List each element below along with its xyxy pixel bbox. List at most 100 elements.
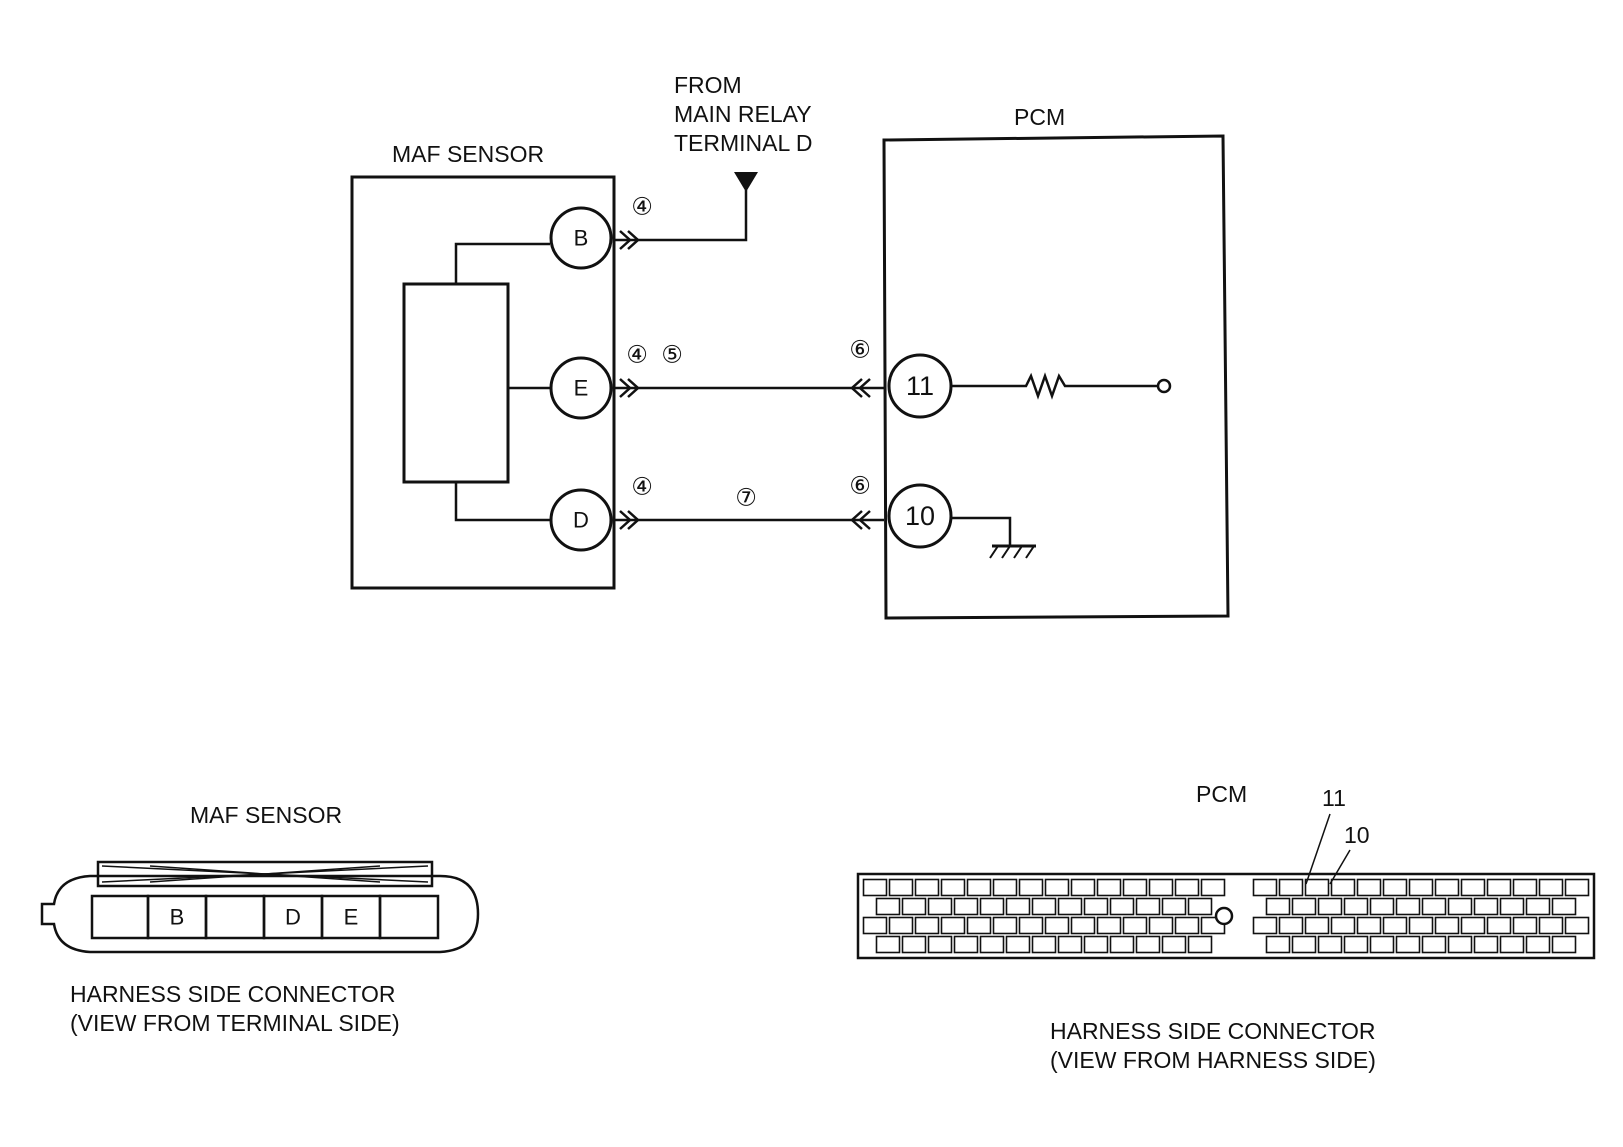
- pcm-pin-cavity: [1096, 878, 1122, 897]
- maf-connector-title: MAF SENSOR: [190, 802, 342, 828]
- pcm-pin-cavity: [1512, 878, 1538, 897]
- pcm-pin-cavity: [1473, 897, 1499, 916]
- pcm-pin-cavity: [1447, 935, 1473, 954]
- pcm-terminal-11-label: 11: [906, 371, 934, 401]
- pcm-pin-cavity: [875, 935, 901, 954]
- pcm-pin-cavity: [1278, 916, 1304, 935]
- pcm-pin-cavity: [1174, 878, 1200, 897]
- pcm-pin-cavity: [1486, 878, 1512, 897]
- pcm-pin-cavity: [1447, 897, 1473, 916]
- pcm-pin-cavity: [1369, 935, 1395, 954]
- pcm-10-circle-label: ⑥: [849, 473, 871, 500]
- maf-connector-caption-line1: HARNESS SIDE CONNECTOR: [70, 981, 395, 1007]
- pcm-pin-cavity: [1343, 935, 1369, 954]
- pcm-pin-cavity: [1356, 878, 1382, 897]
- pcm-pin-cavity: [862, 916, 888, 935]
- pcm-pin-cavity: [1304, 916, 1330, 935]
- pcm-pin-cavity: [1031, 935, 1057, 954]
- pcm-pin-cavity: [1291, 935, 1317, 954]
- pcm-pin-cavity: [901, 897, 927, 916]
- pcm-pin-cavity: [1161, 935, 1187, 954]
- pcm-pin-cavity: [1265, 897, 1291, 916]
- maf-pin-label-d: D: [285, 905, 301, 930]
- pcm-pin-cavity: [888, 878, 914, 897]
- pcm-pin-cavity: [992, 916, 1018, 935]
- maf-connector: B D E: [40, 860, 480, 954]
- pcm-pin-cavity: [1265, 935, 1291, 954]
- pcm-connector-caption-line1: HARNESS SIDE CONNECTOR: [1050, 1018, 1375, 1044]
- pcm-pin-cavity: [1122, 878, 1148, 897]
- pcm-pin-cavity: [1044, 878, 1070, 897]
- pcm-pin-cavity: [1460, 916, 1486, 935]
- pcm-pin-cavity: [1460, 878, 1486, 897]
- pcm-pin-cavity: [1057, 935, 1083, 954]
- pcm-pin-cavity: [1005, 935, 1031, 954]
- pcm-pin-cavity: [1109, 897, 1135, 916]
- pcm-pin-cavity: [914, 878, 940, 897]
- maf-sensor-label: MAF SENSOR: [392, 141, 544, 167]
- pcm-pin-cavity: [1499, 935, 1525, 954]
- pcm-pin-cavity: [1200, 916, 1226, 935]
- from-label-line3: TERMINAL D: [674, 130, 812, 156]
- pcm-pin-cavity: [1395, 897, 1421, 916]
- pcm-pin-cavity: [1187, 935, 1213, 954]
- pcm-connector: [856, 872, 1596, 960]
- maf-pin-cavity-6: [378, 894, 440, 940]
- maf-terminal-d: [549, 488, 613, 552]
- pcm-label: PCM: [1014, 104, 1065, 130]
- pcm-pin-cavity: [1083, 935, 1109, 954]
- pcm-pin-cavity: [1421, 897, 1447, 916]
- pcm-connector-body: [856, 872, 1596, 960]
- pcm-pin-cavity: [1564, 878, 1590, 897]
- pcm-pin-cavity: [1499, 897, 1525, 916]
- maf-terminal-b-label: B: [574, 226, 589, 251]
- pcm-pin-cavity: [1564, 916, 1590, 935]
- pcm-pin-cavity: [927, 935, 953, 954]
- pcm-pin-cavity: [927, 897, 953, 916]
- pcm-pin-cavity: [1538, 878, 1564, 897]
- pcm-pin-cavity: [1343, 897, 1369, 916]
- pcm-pin-cavity: [940, 916, 966, 935]
- pcm-pin-cavity: [1161, 897, 1187, 916]
- pcm-pin-cavity: [1057, 897, 1083, 916]
- pcm-connector-cavities: [862, 878, 1590, 954]
- pcm-pin-cavity: [1421, 935, 1447, 954]
- pcm-pin-cavity: [1382, 916, 1408, 935]
- pcm-pin-cavity: [1135, 897, 1161, 916]
- e-wire-circle-label-a: ④: [626, 342, 648, 369]
- pcm-internal-resistor: [951, 372, 1158, 400]
- pcm-pin-cavity: [1252, 878, 1278, 897]
- pcm-pin-cavity: [1122, 916, 1148, 935]
- pcm-callout-10-leader: [1329, 849, 1351, 885]
- pcm-internal-node: [1156, 378, 1172, 394]
- pcm-callout-11: 11: [1322, 785, 1346, 811]
- pcm-pin-cavity: [1148, 916, 1174, 935]
- pcm-pin-cavity: [1408, 916, 1434, 935]
- pcm-pin-cavity: [1512, 916, 1538, 935]
- pcm-internal-ground-wire: [951, 516, 1012, 545]
- pcm-box: [882, 134, 1230, 620]
- pcm-pin-cavity: [979, 897, 1005, 916]
- maf-pin-cavity-1: [90, 894, 150, 940]
- d-mid-circle-label: ⑦: [735, 485, 757, 512]
- pcm-pin-cavity: [992, 878, 1018, 897]
- pcm-pin-cavity: [1018, 878, 1044, 897]
- pcm-pin-cavity: [953, 897, 979, 916]
- pcm-pin-cavity: [966, 878, 992, 897]
- pcm-pin-cavity: [1278, 878, 1304, 897]
- maf-terminal-d-label: D: [573, 508, 589, 533]
- pcm-pin-cavity: [1408, 878, 1434, 897]
- pcm-pin-cavity: [966, 916, 992, 935]
- pcm-pin-cavity: [1252, 916, 1278, 935]
- pcm-pin-cavity: [1070, 916, 1096, 935]
- pcm-pin-cavity: [1044, 916, 1070, 935]
- pcm-pin-cavity: [1148, 878, 1174, 897]
- pcm-pin-cavity: [1317, 897, 1343, 916]
- pcm-pin-cavity: [1538, 916, 1564, 935]
- maf-connector-latch-hatch: [101, 865, 429, 883]
- maf-pin-label-e: E: [344, 905, 359, 930]
- pcm-pin-cavity: [1135, 935, 1161, 954]
- pcm-pin-cavity: [1434, 878, 1460, 897]
- pcm-pin-cavity: [979, 935, 1005, 954]
